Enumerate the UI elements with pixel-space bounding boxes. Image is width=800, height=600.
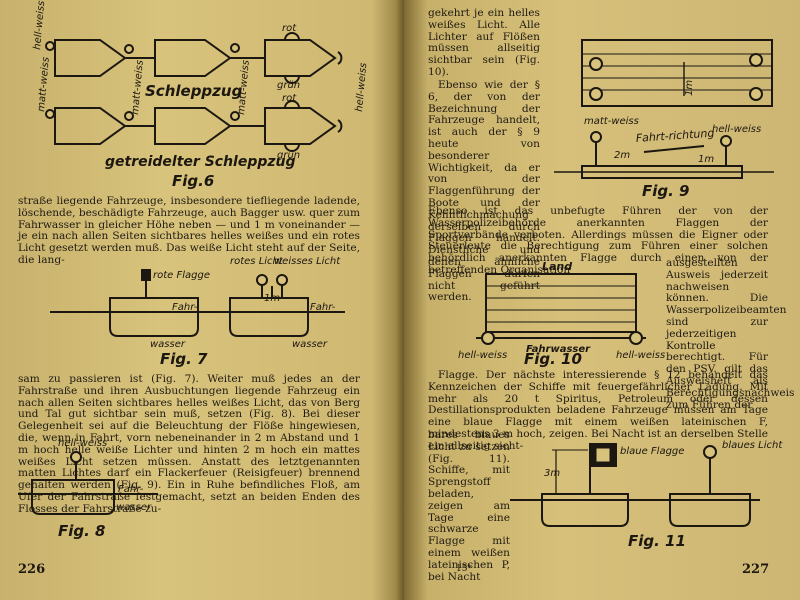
fig10-label-hell-weiss-right: hell-weiss xyxy=(616,350,665,361)
fig10-label-hell-weiss-left: hell-weiss xyxy=(458,350,507,361)
fig11-diagram: blaue Flagge blaues Licht 3m xyxy=(510,440,783,527)
fig9-label-1m-top: 1m xyxy=(684,80,695,96)
fig7-caption: Fig. 7 xyxy=(160,350,208,368)
right-paragraph-1: gekehrt je ein helles weißes Licht. Alle… xyxy=(428,7,540,78)
fig10-label-land: Land xyxy=(542,260,572,273)
fig6-diagram: Schleppzug matt-weiss matt-weiss matt-we… xyxy=(32,0,369,170)
fig7-label-fahr-left: Fahr- xyxy=(172,302,198,313)
fig11-label-blaue-flagge: blaue Flagge xyxy=(620,446,684,457)
fig10-raft xyxy=(485,273,637,333)
fig6-label-matt-weiss-mid: matt-weiss xyxy=(130,60,146,116)
fig9-diagram: 1m matt-weiss Fahrt-richtung hell-weiss … xyxy=(554,39,774,179)
fig6-label-matt-weiss-right: matt-weiss xyxy=(236,60,252,116)
fig8-label-hell-weiss: hell-weiss xyxy=(58,438,107,449)
fig7-barge-right xyxy=(229,297,309,337)
fig8-label-wasser: wasser xyxy=(116,502,152,513)
fig9-label-fahrtrichtung: Fahrt-richtung xyxy=(635,126,714,144)
fig9-label-2m: 2m xyxy=(614,150,630,161)
fig11-label-blaues-licht: blaues Licht xyxy=(722,440,783,451)
fig9-label-1m-bottom: 1m xyxy=(698,154,714,165)
fig6-label-rot-bottom: rot xyxy=(282,93,297,104)
fig7-label-rotes-licht: rotes Licht xyxy=(230,256,284,267)
right-paragraph-3: Ebenso ist das unbefugte Führen der von … xyxy=(428,205,768,276)
fig6-label-gruen-top: grün xyxy=(277,80,300,91)
fig8-caption: Fig. 8 xyxy=(58,522,106,540)
fig6-barge-bottom-right xyxy=(264,107,337,145)
left-page-number: 226 xyxy=(18,562,46,577)
fig6-barge-bottom-mid xyxy=(154,107,232,145)
left-paragraph-1: straße liegende Fahrzeuge, insbesondere … xyxy=(18,195,360,266)
right-page: gekehrt je ein helles weißes Licht. Alle… xyxy=(404,0,800,600)
right-page-number: 227 xyxy=(742,562,770,577)
fig7-label-fahr-right: Fahr- xyxy=(310,302,336,313)
right-footer-signature: 15* xyxy=(456,564,472,574)
right-paragraph-5: Flagge. Der nächste interessierende § 12… xyxy=(428,369,768,452)
fig7-barge-left xyxy=(109,297,199,337)
fig6-label-hell-weiss-right: hell-weiss xyxy=(354,62,369,112)
fig6-caption: Fig.6 xyxy=(172,172,215,190)
fig6-label-hell-weiss-left: hell-weiss xyxy=(32,0,47,50)
fig6-label-rot-top: rot xyxy=(282,23,297,34)
fig10-caption: Fig. 10 xyxy=(524,350,582,368)
fig11-caption: Fig. 11 xyxy=(628,532,686,550)
fig7-label-rote-flagge: rote Flagge xyxy=(153,270,210,281)
fig10-diagram: Land Fahrwasser hell-weiss hell-weiss xyxy=(458,260,665,361)
fig9-label-hell-weiss: hell-weiss xyxy=(712,124,761,135)
fig8-label-fahr: Fahr- xyxy=(118,484,144,495)
fig10-label-fahrwasser: Fahrwasser xyxy=(526,344,591,355)
fig7-label-weisses-licht: weisses Licht xyxy=(274,256,341,267)
fig7-label-wasser-right: wasser xyxy=(292,339,328,350)
fig7-label-wasser-mid: wasser xyxy=(150,339,186,350)
fig11-label-3m: 3m xyxy=(544,468,560,479)
fig6-label-schleppzug: Schleppzug xyxy=(145,82,243,100)
fig11-barge-left xyxy=(541,493,629,527)
fig8-diagram: hell-weiss Fahr- wasser xyxy=(18,438,158,515)
fig6-barge-bottom-left xyxy=(54,107,127,145)
fig6-barge-top-right xyxy=(264,39,337,77)
fig6-label-matt-weiss-left: matt-weiss xyxy=(36,57,52,113)
left-page: Schleppzug matt-weiss matt-weiss matt-we… xyxy=(0,0,404,600)
right-paragraph-6: bares blaues Licht zu setzen (Fig. 11). … xyxy=(428,429,510,583)
fig8-barge xyxy=(31,479,115,515)
right-paragraph-4: ausgestellten Ausweis jederzeit nachweis… xyxy=(666,257,795,411)
fig9-label-matt-weiss: matt-weiss xyxy=(584,116,639,127)
fig6-subtitle: getreidelter Schleppzug xyxy=(105,154,296,170)
fig6-label-gruen-bottom: grün xyxy=(277,150,300,161)
fig7-label-1m: 1m xyxy=(264,293,280,304)
fig7-diagram: rote Flagge rotes Licht weisses Licht 1m… xyxy=(50,256,345,350)
left-paragraph-2: sam zu passieren ist (Fig. 7). Weiter mu… xyxy=(18,373,360,515)
fig6-barge-top-left xyxy=(54,39,127,77)
fig11-barge-right xyxy=(669,493,751,527)
right-paragraph-2: Ebenso wie der § 6, der von der Bezeichn… xyxy=(428,79,540,304)
fig9-caption: Fig. 9 xyxy=(642,182,690,200)
fig9-raft-top xyxy=(581,39,773,107)
fig6-barge-top-mid xyxy=(154,39,232,77)
